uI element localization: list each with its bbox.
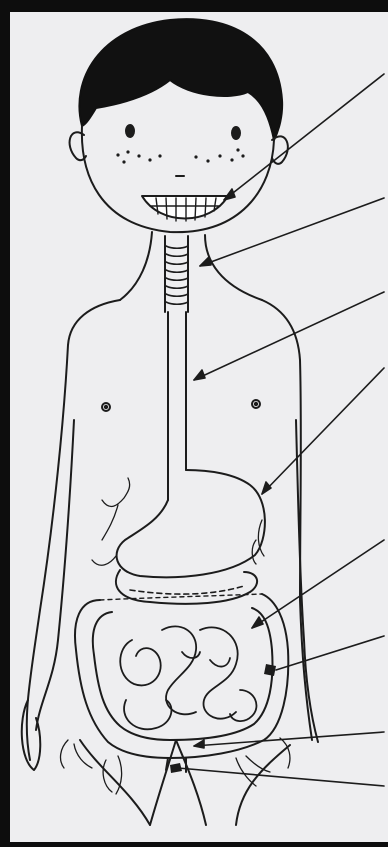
- trachea-rings: [166, 246, 188, 304]
- hair: [79, 19, 282, 140]
- esophagus: [168, 312, 186, 500]
- pointer-large-intestine: [276, 636, 384, 670]
- pointer-small-intestine: [252, 540, 384, 628]
- right-eye: [232, 127, 240, 139]
- left-eye: [126, 125, 134, 137]
- neck: [120, 232, 262, 312]
- right-leg: [236, 745, 290, 825]
- boy-head: [70, 19, 288, 232]
- stomach: [117, 470, 265, 577]
- pointer-anus: [178, 768, 384, 786]
- small-intestine: [120, 626, 256, 729]
- torso-outline: [22, 300, 318, 825]
- left-nipple-dot: [105, 406, 107, 408]
- pointer-pharynx-throat: [200, 198, 384, 266]
- left-leg: [80, 740, 150, 825]
- left-hand: [22, 700, 41, 770]
- large-intestine: [75, 594, 288, 758]
- blood-vessels: [61, 478, 290, 794]
- crotch: [150, 740, 206, 825]
- mouth-teeth: [142, 196, 228, 221]
- pointer-stomach: [262, 368, 384, 494]
- freckles: [116, 148, 244, 163]
- pancreas-dashed: [130, 586, 244, 594]
- right-nipple-dot: [255, 403, 257, 405]
- label-pointers: [178, 74, 384, 786]
- pointer-esophagus: [194, 292, 384, 380]
- appendix: [264, 664, 276, 676]
- left-arm: [36, 420, 74, 730]
